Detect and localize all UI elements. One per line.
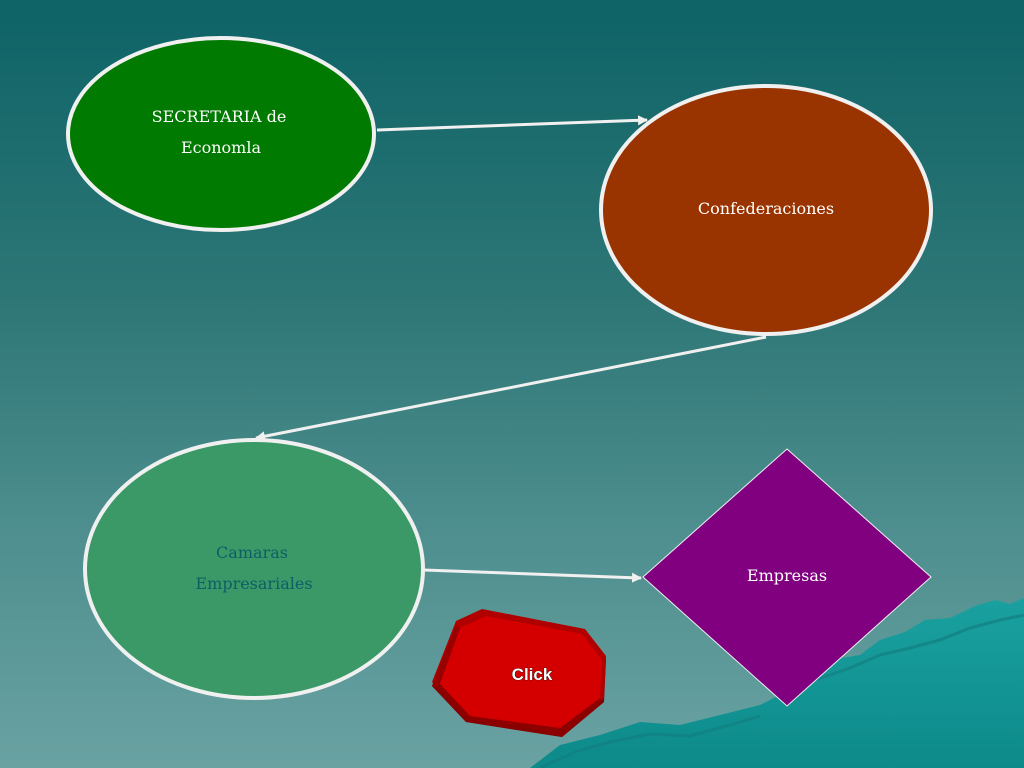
node-empresas[interactable]: Empresas: [642, 448, 932, 707]
node-confederaciones-label: Confederaciones: [698, 199, 834, 218]
arrow-secretaria-to-confederaciones: [376, 115, 648, 132]
node-camaras-label-line1: Camaras: [216, 543, 288, 562]
node-camaras-label-line2: Empresariales: [195, 574, 312, 593]
node-empresas-label: Empresas: [747, 566, 827, 585]
terrain-decoration: [530, 598, 1024, 768]
node-secretaria[interactable]: SECRETARIA de Economla: [66, 36, 376, 232]
click-button-label: Click: [512, 665, 553, 684]
arrow-camaras-to-empresas: [423, 568, 642, 583]
click-button[interactable]: Click: [432, 609, 606, 737]
node-secretaria-label-line1: SECRETARIA de: [152, 107, 287, 126]
node-secretaria-label-line2: Economla: [181, 138, 262, 157]
arrow-confederaciones-to-camaras: [255, 335, 767, 442]
node-camaras[interactable]: Camaras Empresariales: [83, 438, 425, 700]
node-confederaciones[interactable]: Confederaciones: [599, 84, 933, 336]
